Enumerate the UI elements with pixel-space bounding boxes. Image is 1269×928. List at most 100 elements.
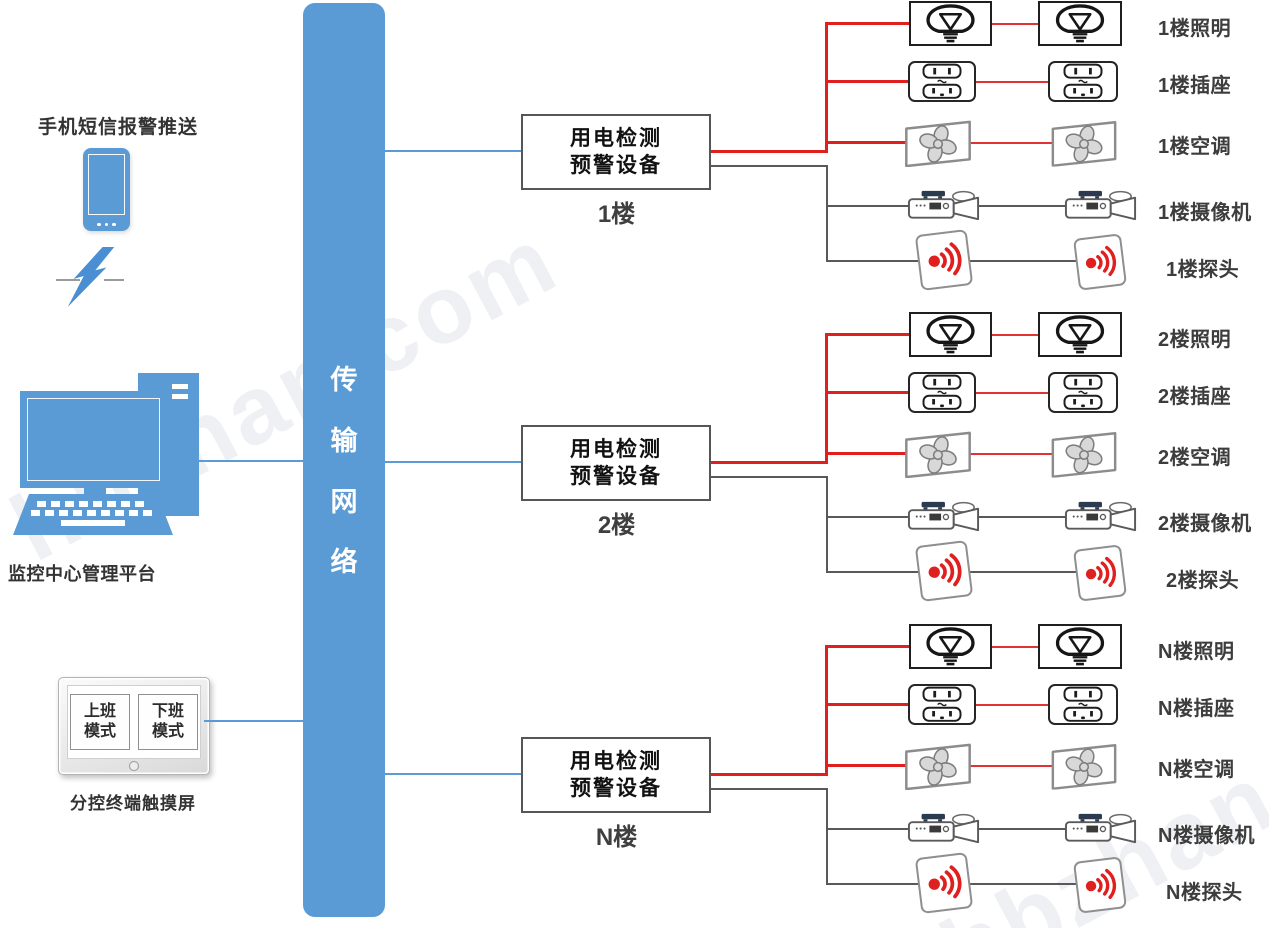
network-char-2: 输: [330, 426, 358, 456]
light-bulb-icon: [909, 312, 992, 357]
floor-group-n: 用电检测 预警设备 N楼 N楼照明 N楼插座 N楼空调 N楼摄像机 N楼探头: [0, 623, 1269, 923]
wire-red-link-ac: [968, 142, 1058, 144]
detector-box: 用电检测 预警设备: [521, 737, 711, 813]
floor-label: 1楼: [597, 201, 636, 228]
device-label-camera: 1楼摄像机: [1158, 202, 1252, 224]
wire-red-branch-lighting: [825, 645, 913, 648]
wire-dark-branch-camera: [826, 516, 914, 518]
wire-dark-trunk-h: [709, 165, 828, 167]
wireless-probe-icon: [914, 540, 974, 602]
phone-screen: [88, 154, 125, 215]
wire-red-trunk-h: [709, 150, 827, 153]
device-label-socket: 1楼插座: [1158, 75, 1232, 97]
floor-group-2: 用电检测 预警设备 2楼 2楼照明 2楼插座 2楼空调 2楼摄像机 2楼探头: [0, 311, 1269, 611]
wire-red-link-lighting: [985, 23, 1045, 25]
device-label-socket: N楼插座: [1158, 698, 1235, 720]
wire-dark-trunk-v: [826, 788, 828, 885]
wire-red-branch-socket: [825, 391, 912, 394]
wire-dark-link-camera: [975, 828, 1070, 830]
power-socket-icon: [1048, 684, 1118, 725]
wire-dark-branch-probe: [826, 571, 922, 573]
wire-red-link-socket: [970, 81, 1055, 83]
touch-terminal-screen: 上班模式 下班模式: [67, 685, 201, 759]
floor-label: N楼: [595, 824, 638, 851]
sms-push-label: 手机短信报警推送: [38, 117, 199, 138]
off-work-mode-label: 下班模式: [151, 703, 184, 740]
wire-dark-branch-camera: [826, 828, 914, 830]
wire-dark-branch-probe: [826, 260, 922, 262]
video-camera-icon: [1063, 188, 1139, 225]
detector-box: 用电检测 预警设备: [521, 425, 711, 501]
wire-dark-trunk-h: [709, 476, 828, 478]
device-label-ac: 1楼空调: [1158, 136, 1232, 158]
power-socket-icon: [1048, 372, 1118, 413]
wire-red-branch-socket: [825, 703, 912, 706]
wire-red-branch-ac: [825, 764, 906, 767]
computer-monitor-icon: [20, 391, 167, 488]
device-label-ac: N楼空调: [1158, 759, 1235, 781]
light-bulb-icon: [1038, 1, 1122, 46]
wire-dark-link-probe: [962, 571, 1082, 573]
home-button-icon: [129, 761, 139, 771]
wire-red-branch-socket: [825, 80, 912, 83]
detector-box: 用电检测 预警设备: [521, 114, 711, 190]
detector-box-line2: 预警设备: [570, 465, 662, 488]
phone-buttons: [83, 222, 130, 226]
wire-red-trunk-v: [825, 645, 828, 776]
smartphone-icon: [83, 148, 130, 231]
wire-computer-to-network: [197, 460, 303, 462]
video-camera-icon: [1063, 811, 1139, 848]
wire-dark-trunk-h: [709, 788, 828, 790]
wireless-probe-icon: [1073, 233, 1127, 291]
light-bulb-icon: [1038, 312, 1122, 357]
device-label-probe: N楼探头: [1166, 882, 1243, 904]
power-socket-icon: [908, 61, 976, 102]
off-work-mode-button[interactable]: 下班模式: [138, 694, 198, 750]
device-label-probe: 1楼探头: [1166, 259, 1240, 281]
wire-network-to-detector: [385, 773, 523, 775]
wire-red-link-lighting: [985, 334, 1045, 336]
work-mode-button[interactable]: 上班模式: [70, 694, 130, 750]
touch-terminal-icon: 上班模式 下班模式: [58, 677, 210, 775]
light-bulb-icon: [909, 1, 992, 46]
power-socket-icon: [908, 372, 976, 413]
wire-dark-link-probe: [962, 883, 1082, 885]
signal-dash-left: [56, 279, 80, 281]
network-char-4: 络: [330, 547, 358, 577]
wire-dark-branch-camera: [826, 205, 914, 207]
wire-dark-branch-probe: [826, 883, 922, 885]
signal-dash-right: [104, 279, 124, 281]
wire-touchscreen-to-network: [204, 720, 303, 722]
light-bulb-icon: [1038, 624, 1122, 669]
touchscreen-label: 分控终端触摸屏: [70, 794, 196, 813]
network-char-3: 网: [330, 487, 358, 517]
network-char-1: 传: [330, 365, 358, 395]
wire-red-link-ac: [968, 453, 1058, 455]
wire-red-link-socket: [970, 392, 1055, 394]
video-camera-icon: [906, 499, 982, 536]
device-label-lighting: N楼照明: [1158, 641, 1235, 663]
floor-label: 2楼: [597, 512, 636, 539]
device-label-lighting: 2楼照明: [1158, 329, 1232, 351]
device-label-ac: 2楼空调: [1158, 447, 1232, 469]
wire-dark-trunk-v: [826, 165, 828, 262]
wire-dark-link-probe: [962, 260, 1082, 262]
monitoring-center-label: 监控中心管理平台: [8, 564, 156, 584]
wire-network-to-detector: [385, 461, 523, 463]
wire-red-link-socket: [970, 704, 1055, 706]
detector-box-line2: 预警设备: [570, 154, 662, 177]
wireless-probe-icon: [1073, 856, 1127, 914]
detector-box-line1: 用电检测: [570, 438, 662, 461]
device-label-socket: 2楼插座: [1158, 386, 1232, 408]
wireless-probe-icon: [1073, 544, 1127, 602]
video-camera-icon: [906, 188, 982, 225]
wire-network-to-detector: [385, 150, 523, 152]
fan-icon: [902, 742, 974, 790]
wire-red-link-lighting: [985, 646, 1045, 648]
work-mode-label: 上班模式: [83, 703, 116, 740]
device-label-lighting: 1楼照明: [1158, 18, 1232, 40]
detector-box-line1: 用电检测: [570, 127, 662, 150]
wire-red-branch-lighting: [825, 22, 913, 25]
wire-dark-link-camera: [975, 516, 1070, 518]
